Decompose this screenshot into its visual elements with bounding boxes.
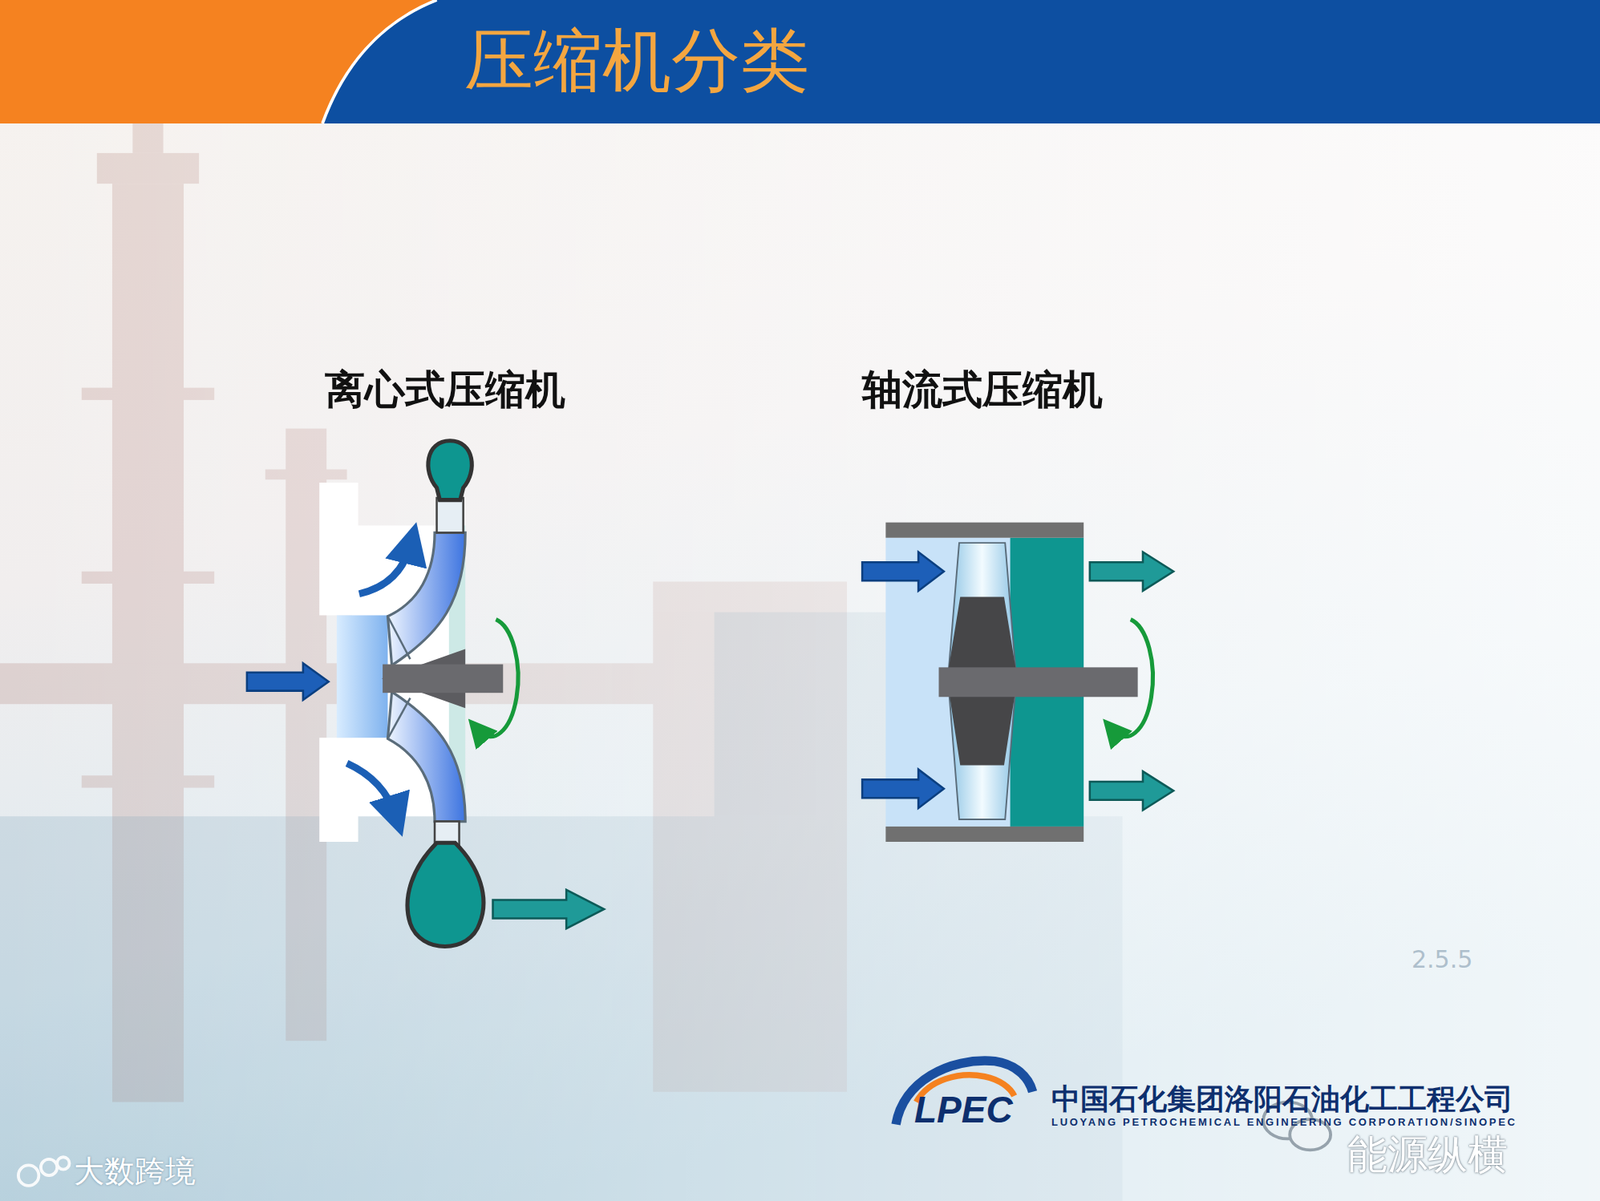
company-name: 中国石化集团洛阳石油化工工程公司 (1051, 1082, 1514, 1116)
slide-title: 压缩机分类 (464, 20, 810, 101)
watermark: 能源纵横 (1347, 1132, 1508, 1179)
centrifugal-compressor (247, 441, 604, 948)
compressor-heading: 轴流式压缩机 (862, 367, 1103, 414)
page-number: 2.5.5 (1411, 946, 1473, 975)
watermark-logo (18, 1157, 70, 1187)
axial-compressor (862, 522, 1174, 843)
company-name-en: LUOYANG PETROCHEMICAL ENGINEERING CORPOR… (1051, 1117, 1518, 1130)
logo-text: LPEC (914, 1089, 1013, 1132)
watermark: 大数跨境 (73, 1154, 196, 1191)
compressor-heading: 离心式压缩机 (324, 367, 566, 414)
